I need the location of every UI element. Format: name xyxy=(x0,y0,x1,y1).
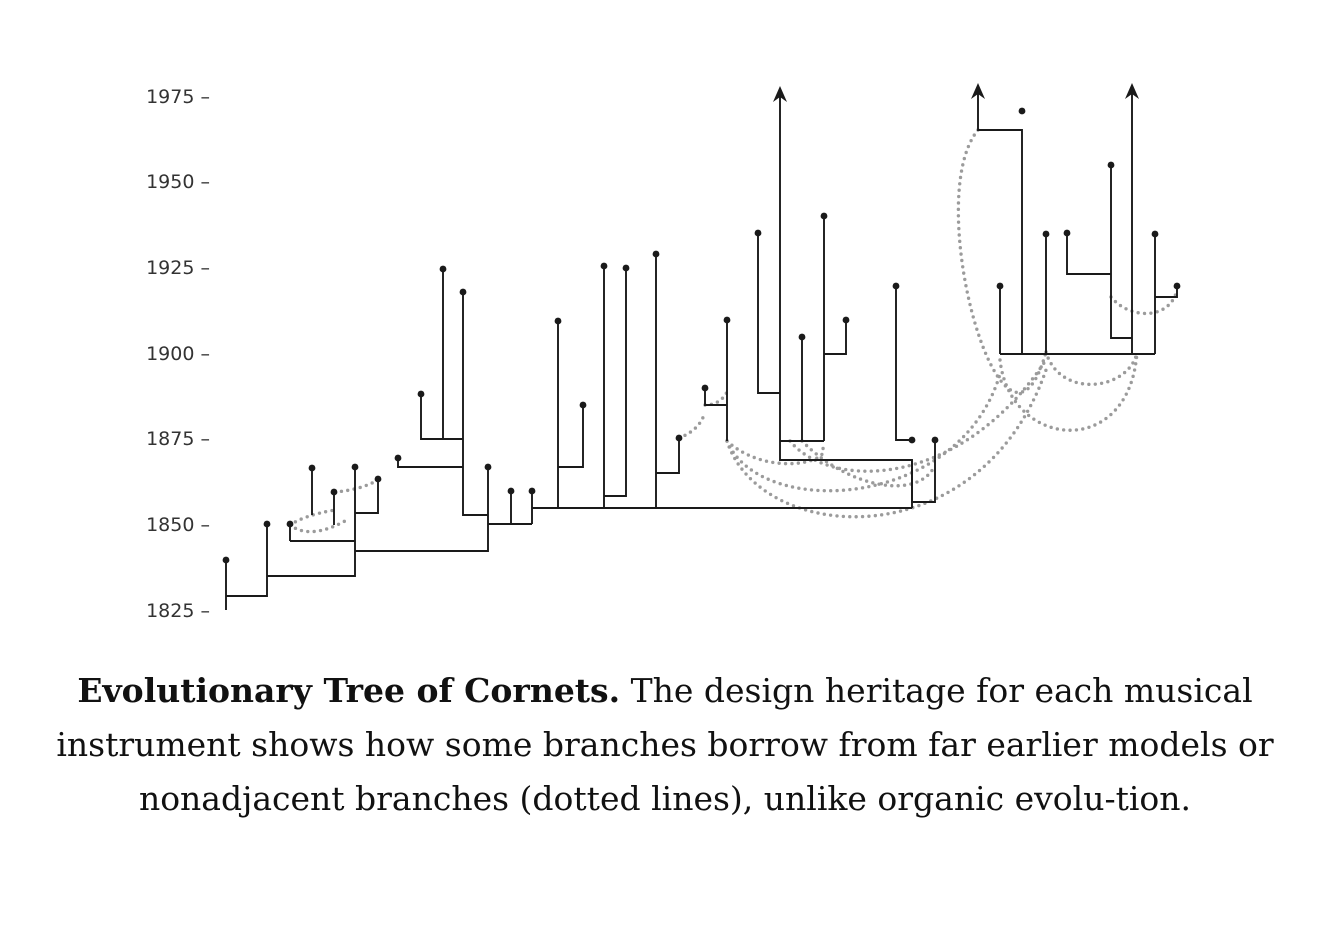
borrowing-link xyxy=(1044,350,1139,387)
model-endpoint-dot xyxy=(528,487,536,495)
borrowing-link xyxy=(725,372,1002,493)
lineage-lines xyxy=(225,89,1178,610)
model-endpoint-dot xyxy=(701,384,709,392)
lineage-branch xyxy=(225,467,356,610)
lineage-branch xyxy=(757,89,913,508)
model-endpoint-dot xyxy=(675,434,683,442)
lineage-branch xyxy=(824,286,936,503)
model-endpoint-dot xyxy=(484,463,492,471)
borrowing-link xyxy=(998,350,1139,432)
y-tick-label-1975: 1975 – xyxy=(146,86,210,108)
lineage-branch xyxy=(557,254,657,508)
y-tick-label-1900: 1900 – xyxy=(146,343,210,365)
continuing-lineage-arrowhead xyxy=(971,83,985,99)
model-endpoint-dot xyxy=(908,436,916,444)
model-endpoint-dot xyxy=(222,556,230,564)
continuing-lineage-arrowhead xyxy=(1125,83,1139,99)
model-endpoint-dot xyxy=(1063,229,1071,237)
caption-title: Evolutionary Tree of Cornets. xyxy=(77,671,621,710)
model-endpoint-dot xyxy=(394,454,402,462)
model-endpoint-dot xyxy=(286,520,294,528)
lineage-branch xyxy=(977,89,1155,355)
model-endpoint-dot xyxy=(374,475,382,483)
borrowing-link xyxy=(288,508,337,527)
borrowing-link xyxy=(677,410,707,440)
arrowheads xyxy=(773,83,1139,102)
model-endpoint-dot xyxy=(507,487,515,495)
model-endpoint-dot xyxy=(579,401,587,409)
model-endpoint-dot xyxy=(600,262,608,270)
model-endpoint-dot xyxy=(417,390,425,398)
borrowing-link xyxy=(800,439,937,488)
caption-text: The design heritage for each musical ins… xyxy=(56,671,1274,818)
model-endpoint-dot xyxy=(459,288,467,296)
model-endpoint-dot xyxy=(263,520,271,528)
evolutionary-tree-diagram: 1975 – 1950 – 1925 – 1900 – 1875 – 1850 … xyxy=(146,83,1181,622)
model-endpoint-dot xyxy=(931,436,939,444)
model-endpoint-dot xyxy=(1151,230,1159,238)
borrowing-link xyxy=(288,519,347,534)
borrowing-link xyxy=(956,128,1048,394)
y-tick-label-1925: 1925 – xyxy=(146,257,210,279)
model-endpoint-dot xyxy=(842,316,850,324)
endpoint-dots xyxy=(222,107,1181,564)
model-endpoint-dot xyxy=(554,317,562,325)
lineage-branch xyxy=(289,468,488,552)
lineage-branch xyxy=(397,269,489,552)
y-tick-label-1950: 1950 – xyxy=(146,171,210,193)
model-endpoint-dot xyxy=(892,282,900,290)
y-tick-label-1850: 1850 – xyxy=(146,514,210,536)
model-endpoint-dot xyxy=(622,264,630,272)
model-endpoint-dot xyxy=(996,282,1004,290)
borrowing-link xyxy=(333,478,380,494)
y-tick-label-1875: 1875 – xyxy=(146,428,210,450)
borrowing-links xyxy=(288,128,1179,534)
y-axis: 1975 – 1950 – 1925 – 1900 – 1875 – 1850 … xyxy=(146,86,210,622)
borrowing-link xyxy=(788,358,1048,473)
model-endpoint-dot xyxy=(439,265,447,273)
model-endpoint-dot xyxy=(652,250,660,258)
model-endpoint-dot xyxy=(1018,107,1026,115)
borrowing-link xyxy=(703,390,729,407)
model-endpoint-dot xyxy=(1107,161,1115,169)
lineage-branch xyxy=(488,491,912,525)
lineage-branch xyxy=(656,320,728,474)
model-endpoint-dot xyxy=(798,333,806,341)
y-tick-label-1825: 1825 – xyxy=(146,600,210,622)
lineage-branch xyxy=(1066,89,1178,354)
model-endpoint-dot xyxy=(330,488,338,496)
model-endpoint-dot xyxy=(754,229,762,237)
model-endpoint-dot xyxy=(820,212,828,220)
model-endpoint-dot xyxy=(351,463,359,471)
borrowing-link xyxy=(725,368,1048,519)
borrowing-link xyxy=(1109,288,1179,316)
model-endpoint-dot xyxy=(1042,230,1050,238)
borrowing-link xyxy=(725,439,825,466)
model-endpoint-dot xyxy=(1173,282,1181,290)
figure-caption: Evolutionary Tree of Cornets. The design… xyxy=(10,664,1320,826)
model-endpoint-dot xyxy=(308,464,316,472)
model-endpoint-dot xyxy=(723,316,731,324)
continuing-lineage-arrowhead xyxy=(773,86,787,102)
